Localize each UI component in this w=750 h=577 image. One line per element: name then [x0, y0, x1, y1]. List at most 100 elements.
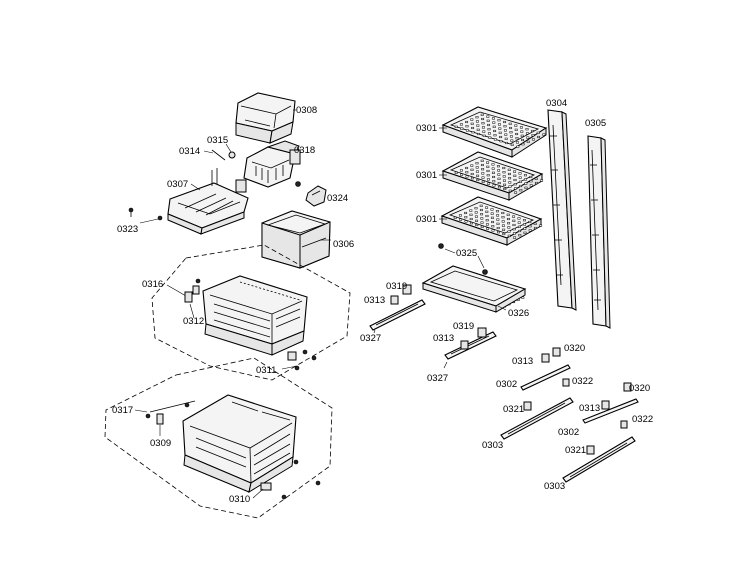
- label-0316: 0316: [142, 279, 163, 290]
- shelf-hole: [524, 178, 528, 181]
- label-0302-b: 0302: [558, 427, 579, 438]
- shelf-hole: [475, 223, 479, 227]
- label-0301-b: 0301: [416, 170, 437, 181]
- shelf-hole: [493, 138, 497, 141]
- shelf-hole: [491, 220, 495, 224]
- shelf-hole: [502, 228, 506, 231]
- shelf-hole: [531, 129, 535, 133]
- shelf-hole: [512, 215, 516, 218]
- shelf-hole: [518, 180, 522, 183]
- shelf-hole: [474, 211, 478, 214]
- label-0314: 0314: [179, 146, 200, 157]
- part-0302-rail-1: [520, 364, 571, 391]
- part-0303-rail-1: [500, 397, 574, 440]
- shelf-hole: [517, 217, 521, 220]
- shelf-hole: [533, 226, 537, 230]
- shelf-hole: [490, 216, 494, 219]
- shelf-hole: [493, 129, 497, 133]
- part-0305: [587, 135, 611, 329]
- shelf-hole: [503, 183, 507, 186]
- shelf-hole: [507, 222, 511, 225]
- part-0310: [260, 459, 321, 500]
- shelf-hole: [497, 169, 501, 172]
- label-0321-a: 0321: [503, 404, 524, 415]
- shelf-hole: [491, 163, 495, 166]
- shelf-hole: [486, 161, 490, 164]
- label-0315: 0315: [207, 135, 228, 146]
- label-0310: 0310: [229, 494, 250, 505]
- label-0313-b: 0313: [433, 333, 454, 344]
- shelf-hole: [513, 170, 517, 173]
- part-0314: [203, 149, 226, 161]
- shelf-hole: [492, 121, 496, 124]
- shelf-hole: [523, 174, 527, 177]
- shelf-hole: [515, 137, 519, 140]
- shelf-hole: [482, 134, 486, 137]
- shelf-hole: [477, 132, 481, 136]
- shelf-hole: [521, 138, 525, 142]
- shelf-hole: [523, 223, 527, 226]
- shelf-hole: [480, 163, 484, 167]
- shelf-hole: [475, 166, 479, 169]
- shelf-hole: [475, 162, 479, 165]
- shelf-hole: [508, 177, 512, 180]
- shelf-hole: [503, 120, 507, 124]
- shelf-hole: [454, 171, 458, 174]
- shelf-hole: [465, 166, 469, 170]
- shelf-hole: [474, 207, 478, 210]
- label-0327-a: 0327: [360, 333, 381, 344]
- label-0327-b: 0327: [427, 373, 448, 384]
- shelf-hole: [528, 220, 532, 224]
- label-0301-a: 0301: [416, 123, 437, 134]
- shelf-hole: [525, 128, 529, 131]
- shelf-hole: [539, 224, 543, 227]
- shelf-hole: [508, 181, 512, 184]
- shelf-hole: [509, 131, 513, 134]
- label-0302-a: 0302: [496, 379, 517, 390]
- shelf-hole: [453, 216, 457, 219]
- shelf-hole: [459, 169, 463, 172]
- shelf-hole: [475, 170, 479, 173]
- shelf-hole: [481, 117, 485, 121]
- shelf-hole: [502, 175, 506, 178]
- shelf-hole: [464, 216, 468, 219]
- shelf-hole: [486, 178, 490, 181]
- shelf-hole: [523, 231, 527, 234]
- shelf-hole: [470, 122, 474, 125]
- part-0320-clip-2: [623, 382, 632, 392]
- shelf-hole: [486, 115, 490, 118]
- shelf-hole: [480, 217, 484, 220]
- shelf-hole: [496, 226, 500, 230]
- shelf-hole: [508, 122, 512, 125]
- shelf-hole: [486, 119, 490, 122]
- shelf-hole: [513, 178, 517, 182]
- shelf-hole: [502, 232, 506, 236]
- part-0313-clip-4: [601, 400, 610, 410]
- label-0303-b: 0303: [544, 481, 565, 492]
- shelf-hole: [497, 173, 501, 176]
- shelf-hole: [497, 119, 501, 122]
- shelf-hole: [512, 223, 516, 227]
- shelf-hole: [485, 219, 489, 222]
- shelf-hole: [540, 179, 544, 182]
- label-0322-a: 0322: [572, 376, 593, 387]
- shelf-hole: [469, 217, 473, 221]
- label-0322-b: 0322: [632, 414, 653, 425]
- shelf-hole: [470, 164, 474, 167]
- label-0307: 0307: [167, 179, 188, 190]
- shelf-hole: [514, 124, 518, 127]
- shelf-hole: [519, 184, 523, 188]
- shelf-hole: [513, 174, 517, 177]
- part-0302-rail-2: [582, 398, 639, 424]
- shelf-hole: [498, 127, 502, 130]
- shelf-hole: [464, 220, 468, 223]
- label-0306: 0306: [333, 239, 354, 250]
- shelf-hole: [509, 135, 513, 138]
- part-0304: [547, 109, 577, 311]
- shelf-hole: [480, 159, 484, 162]
- shelf-hole: [518, 234, 522, 237]
- part-0308: [235, 92, 296, 144]
- shelf-hole: [474, 215, 478, 218]
- shelf-hole: [536, 131, 540, 134]
- part-0309: [145, 402, 190, 425]
